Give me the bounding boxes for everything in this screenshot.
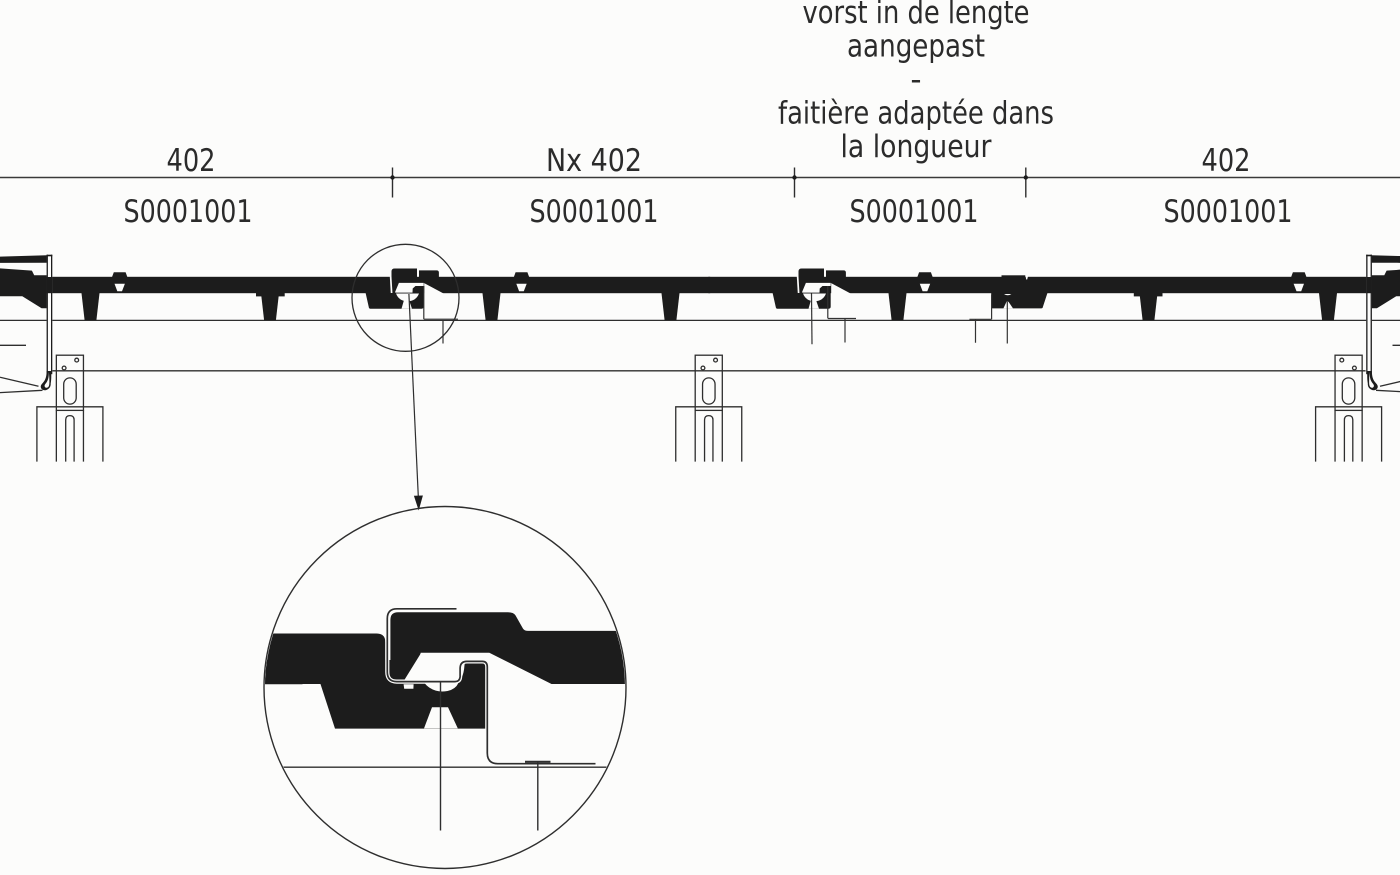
- detail-circle-large: [263, 505, 627, 870]
- annotation-line-3: -: [910, 62, 921, 98]
- article-number-2: S0001001: [530, 194, 659, 230]
- dim-label-402-right: 402: [1202, 143, 1251, 179]
- annotation-adjusted-ridge: vorst in de lengte aangepast - faitière …: [778, 0, 1054, 165]
- dim-label-nx402: Nx 402: [546, 143, 642, 179]
- joint3-keystone-gap: [1003, 301, 1013, 309]
- detail-enlarged-joint: [265, 606, 625, 831]
- arrowhead: [413, 495, 423, 511]
- leader-line: [408, 293, 419, 497]
- dimension-tick-dots: [390, 175, 1028, 180]
- dimension-tick-dot: [792, 175, 797, 180]
- dimension-ticks: [391, 167, 1027, 198]
- joint2-clip-tail-lines: [827, 286, 856, 343]
- dimension-line: [0, 167, 1400, 198]
- detail-circle-small: [351, 243, 460, 352]
- detail-notch-gap: [403, 684, 414, 689]
- joint3-clip-tail-lines: [969, 294, 993, 343]
- article-number-3: S0001001: [850, 194, 979, 230]
- annotation-line-4: faitière adaptée dans: [778, 96, 1054, 132]
- detail-crescent-gap: [424, 683, 459, 692]
- joint3-apron: [991, 292, 1048, 309]
- article-number-1: S0001001: [124, 194, 253, 230]
- annotation-line-2: aangepast: [847, 29, 985, 65]
- dimension-tick-dot: [390, 175, 395, 180]
- article-number-4: S0001001: [1164, 194, 1293, 230]
- annotation-line-1: vorst in de lengte: [803, 0, 1030, 31]
- dimension-tick-dot: [1023, 175, 1028, 180]
- detail-tile-nose-rib: [455, 661, 488, 729]
- ridge-clip-outline: [385, 606, 596, 766]
- leader-arrow: [408, 293, 423, 511]
- joint3-seam-notch: [1025, 275, 1029, 280]
- detail-right-tile-head: [390, 612, 625, 685]
- joint1-clip-tail-lines: [423, 286, 458, 344]
- dim-label-402-left: 402: [167, 143, 216, 179]
- tile-joint-3-cut: [969, 275, 1048, 344]
- joint3-crescent-gap: [1004, 294, 1012, 296]
- joint2-centerline: [810, 293, 813, 345]
- joint3-cut-tile-top: [1001, 275, 1026, 279]
- annotation-line-5: la longueur: [841, 129, 992, 165]
- joint-reference-lines: [423, 286, 856, 345]
